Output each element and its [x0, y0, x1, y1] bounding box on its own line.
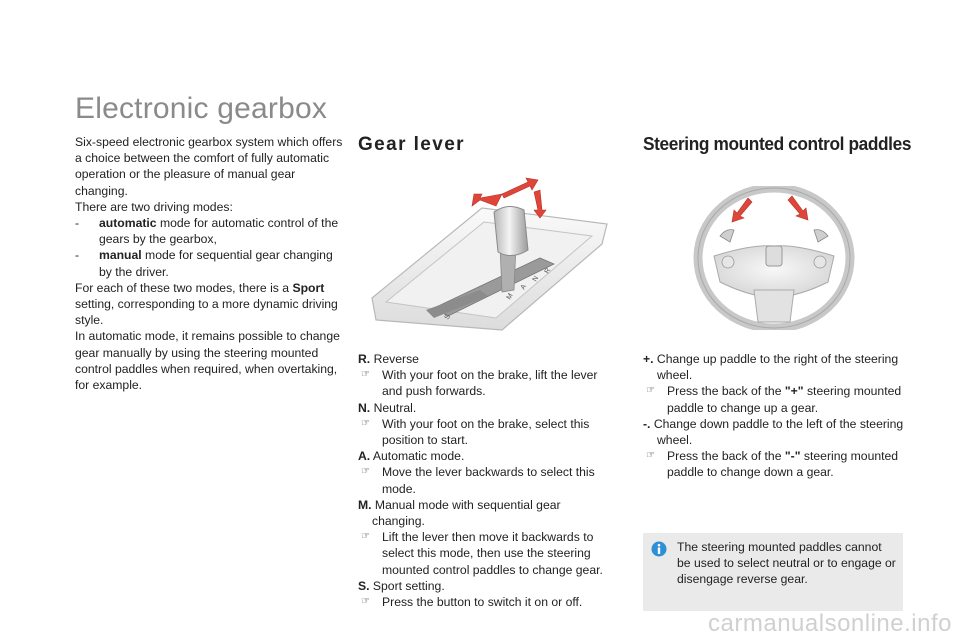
gear-key: S.: [358, 578, 370, 593]
gate-letter-m: M: [506, 292, 515, 301]
gate-letter-a: A: [520, 283, 529, 291]
paddle-symbol: "+": [784, 384, 804, 399]
gear-lever-descriptions: R. Reverse ☞ With your foot on the brake,…: [358, 351, 608, 610]
intro-text: Six-speed electronic gearbox system whic…: [75, 134, 345, 393]
gear-instruction: Move the lever backwards to select this …: [382, 465, 595, 496]
sport-keyword: Sport: [292, 280, 325, 295]
watermark: carmanualsonline.info: [708, 610, 952, 637]
gear-item-m: M. Manual mode with sequential gear chan…: [358, 497, 608, 578]
paddle-arrows-icon: [731, 195, 809, 223]
pointing-finger-icon: ☞: [646, 385, 655, 397]
brand-logo-icon: [765, 245, 783, 267]
gear-instruction: Lift the lever then move it backwards to…: [382, 530, 603, 577]
pointing-finger-icon: ☞: [361, 466, 370, 478]
intro-paragraph: There are two driving modes:: [75, 199, 233, 214]
gear-instruction: With your foot on the brake, lift the le…: [382, 368, 598, 399]
paddles-title: Steering mounted control paddles: [643, 134, 912, 154]
text-run: steering mounted paddle to change down a…: [667, 449, 899, 480]
text-run: For each of these two modes, there is a: [75, 280, 293, 295]
gear-instruction: With your foot on the brake, select this…: [382, 416, 590, 448]
text-run: setting, corresponding to a more dynamic…: [75, 297, 338, 328]
pointing-finger-icon: ☞: [361, 417, 370, 429]
pointing-finger-icon: ☞: [361, 369, 370, 381]
pointing-finger-icon: ☞: [361, 531, 370, 543]
gear-lever-title: Gear lever: [358, 134, 465, 155]
gear-label: Automatic mode.: [370, 449, 465, 464]
gear-item-n: N. Neutral. ☞ With your foot on the brake…: [358, 400, 608, 449]
left-paddle-icon: [719, 229, 735, 243]
gate-letter-s: S: [444, 313, 453, 321]
info-box: The steering mounted paddles cannot be u…: [643, 533, 903, 611]
mode-description: mode for automatic control of the gears …: [99, 216, 339, 247]
right-paddle-icon: [813, 229, 829, 243]
movement-arrows-icon: [471, 177, 547, 219]
text-run: steering mounted paddle to change up a g…: [667, 384, 902, 415]
mode-name: automatic: [99, 216, 157, 231]
paddle-symbol: "-": [784, 449, 801, 464]
gear-label: Neutral.: [370, 400, 417, 415]
gear-key: A.: [358, 449, 371, 464]
gate-letter-r: R: [544, 267, 553, 275]
gear-key: N.: [358, 400, 371, 415]
paddle-item-minus: -. Change down paddle to the left of the…: [643, 416, 905, 481]
intro-paragraph: Six-speed electronic gearbox system whic…: [75, 135, 343, 198]
gear-label: Sport setting.: [369, 578, 445, 593]
gear-item-s: S. Sport setting. ☞ Press the button to s…: [358, 578, 608, 610]
paddle-item-plus: +. Change up paddle to the right of the …: [643, 351, 905, 416]
gear-item-r: R. Reverse ☞ With your foot on the brake,…: [358, 351, 608, 400]
mode-name: manual: [99, 248, 142, 263]
paddle-key: -.: [643, 416, 651, 431]
paddle-descriptions: +. Change up paddle to the right of the …: [643, 351, 905, 481]
dash: -: [75, 216, 80, 231]
intro-paragraph: For each of these two modes, there is a …: [75, 280, 345, 329]
paddle-label: Change down paddle to the left of the st…: [650, 416, 904, 448]
text-run: Press the back of the: [667, 449, 785, 464]
mode-item: - automatic mode for automatic control o…: [75, 215, 345, 247]
pointing-finger-icon: ☞: [361, 596, 370, 608]
intro-paragraph: In automatic mode, it remains possible t…: [75, 329, 340, 393]
gear-key: M.: [358, 497, 372, 512]
gear-lever-illustration: S M A N R: [371, 177, 608, 331]
gear-instruction: Press the button to switch it on or off.: [382, 595, 583, 610]
gear-item-a: A. Automatic mode. ☞ Move the lever backw…: [358, 448, 608, 497]
mode-description: mode for sequential gear changing by the…: [99, 248, 333, 279]
page-title: Electronic gearbox: [75, 92, 328, 125]
gear-label: Manual mode with sequential gear changin…: [371, 497, 561, 529]
info-text: The steering mounted paddles cannot be u…: [677, 540, 896, 587]
paddle-key: +.: [643, 352, 654, 366]
pointing-finger-icon: ☞: [646, 450, 655, 462]
paddle-label: Change up paddle to the right of the ste…: [653, 352, 899, 383]
gear-label: Reverse: [370, 352, 419, 366]
steering-wheel-illustration: [693, 186, 855, 330]
mode-item: - manual mode for sequential gear changi…: [75, 247, 345, 279]
text-run: Press the back of the: [667, 384, 785, 399]
gear-key: R.: [358, 352, 371, 366]
dash: -: [75, 248, 80, 263]
gate-letter-n: N: [532, 275, 541, 283]
info-icon: [651, 541, 667, 557]
